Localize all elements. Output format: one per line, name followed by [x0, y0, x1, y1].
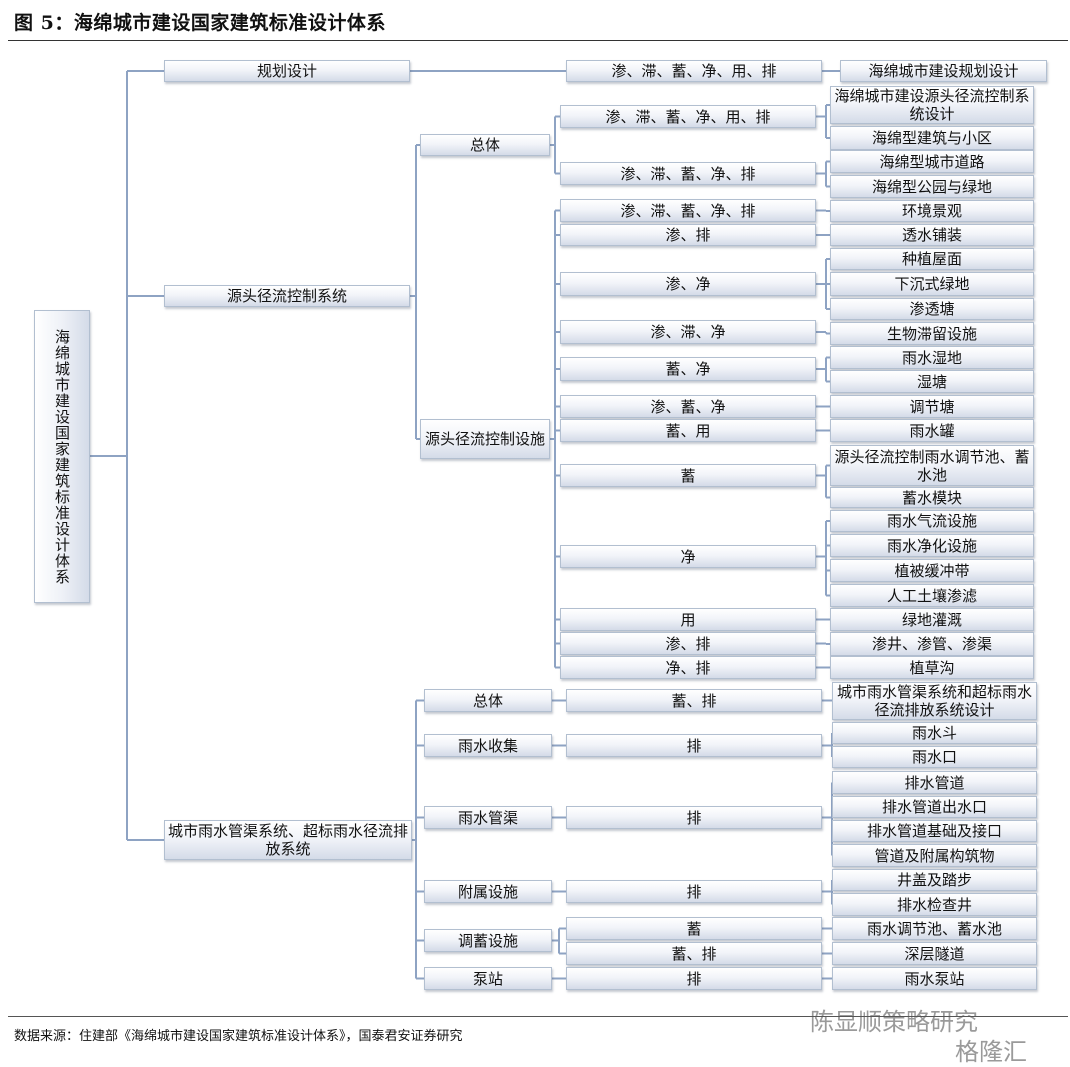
level4-node: 井盖及踏步: [832, 869, 1037, 891]
level4-node: 雨水斗: [832, 722, 1037, 744]
figure-title: 图 5：海绵城市建设国家建筑标准设计体系: [14, 12, 386, 34]
level3-node: 蓄、净: [560, 357, 816, 381]
level4-node: 海绵城市建设源头径流控制系统设计: [830, 86, 1034, 124]
level4-node: 海绵型公园与绿地: [830, 175, 1034, 198]
level4-node: 雨水气流设施: [830, 510, 1034, 532]
title-divider: [8, 40, 1068, 41]
level4-node: 雨水泵站: [832, 967, 1037, 990]
level4-node: 生物滞留设施: [830, 322, 1034, 345]
level4-node: 海绵型建筑与小区: [830, 126, 1034, 150]
level4-node: 海绵型城市道路: [830, 150, 1034, 173]
level3-node: 净、排: [560, 656, 816, 679]
level4-node: 蓄水模块: [830, 487, 1034, 508]
level3-node: 渗、净: [560, 272, 816, 296]
level2-node: 附属设施: [424, 880, 552, 903]
level4-node: 雨水调节池、蓄水池: [832, 917, 1037, 940]
level3-node: 渗、滞、净: [560, 320, 816, 344]
level3-node: 蓄: [566, 917, 822, 940]
level3-node: 排: [566, 734, 822, 757]
level4-node: 雨水罐: [830, 419, 1034, 442]
watermark-logo-text: 格隆汇: [955, 1038, 1027, 1066]
level1-node: 源头径流控制系统: [164, 285, 410, 307]
level3-node: 渗、滞、蓄、净、排: [560, 199, 816, 222]
level4-node: 雨水口: [832, 746, 1037, 768]
level3-node: 排: [566, 967, 822, 990]
level4-node: 绿地灌溉: [830, 608, 1034, 631]
level3-node: 蓄、排: [566, 942, 822, 965]
level3-node: 排: [566, 880, 822, 903]
level2-node: 源头径流控制设施: [420, 419, 550, 459]
level3-node: 渗、排: [560, 224, 816, 246]
level4-node: 植草沟: [830, 656, 1034, 679]
level4-node: 人工土壤渗滤: [830, 584, 1034, 607]
level1-node: 城市雨水管渠系统、超标雨水径流排放系统: [164, 820, 412, 860]
level4-node: 湿塘: [830, 370, 1034, 393]
level3-node: 渗、滞、蓄、净、排: [560, 162, 816, 185]
level2-node: 泵站: [424, 967, 552, 990]
level4-node: 深层隧道: [832, 942, 1037, 965]
level3-node: 渗、蓄、净: [560, 395, 816, 418]
level4-node: 植被缓冲带: [830, 559, 1034, 582]
level4-node: 城市雨水管渠系统和超标雨水径流排放系统设计: [832, 682, 1037, 720]
level3-node: 渗、滞、蓄、净、用、排: [566, 60, 822, 82]
level1-node: 规划设计: [164, 60, 410, 82]
level2-node: 总体: [420, 134, 550, 156]
level3-node: 蓄: [560, 464, 816, 487]
level3-node: 排: [566, 806, 822, 829]
level4-node: 下沉式绿地: [830, 272, 1034, 296]
level4-node: 雨水净化设施: [830, 534, 1034, 557]
level2-node: 雨水收集: [424, 734, 552, 757]
watermark-text: 陈显顺策略研究: [810, 1008, 978, 1036]
level3-node: 渗、排: [560, 632, 816, 655]
level4-node: 管道及附属构筑物: [832, 844, 1037, 867]
level3-node: 用: [560, 608, 816, 631]
level4-node: 透水铺装: [830, 224, 1034, 246]
level4-node: 排水检查井: [832, 893, 1037, 916]
level4-node: 排水管道: [832, 771, 1037, 794]
level4-node: 种植屋面: [830, 248, 1034, 270]
level4-node: 排水管道出水口: [832, 796, 1037, 818]
level4-node: 排水管道基础及接口: [832, 820, 1037, 842]
level4-node: 雨水湿地: [830, 346, 1034, 369]
source-note: 数据来源：住建部《海绵城市建设国家建筑标准设计体系》，国泰君安证券研究: [14, 1029, 463, 1044]
level4-node: 调节塘: [830, 395, 1034, 418]
root-node: 海绵城市建设国家建筑标准设计体系: [34, 310, 90, 603]
level3-node: 净: [560, 545, 816, 568]
level4-node: 海绵城市建设规划设计: [840, 60, 1047, 82]
level3-node: 渗、滞、蓄、净、用、排: [560, 105, 816, 128]
level4-node: 源头径流控制雨水调节池、蓄水池: [830, 445, 1034, 486]
level2-node: 雨水管渠: [424, 806, 552, 829]
level3-node: 蓄、排: [566, 689, 822, 712]
level4-node: 渗井、渗管、渗渠: [830, 632, 1034, 656]
footer-divider: [8, 1016, 1068, 1017]
level4-node: 渗透塘: [830, 298, 1034, 320]
level4-node: 环境景观: [830, 200, 1034, 222]
level3-node: 蓄、用: [560, 419, 816, 442]
level2-node: 总体: [424, 689, 552, 712]
level2-node: 调蓄设施: [424, 929, 552, 952]
